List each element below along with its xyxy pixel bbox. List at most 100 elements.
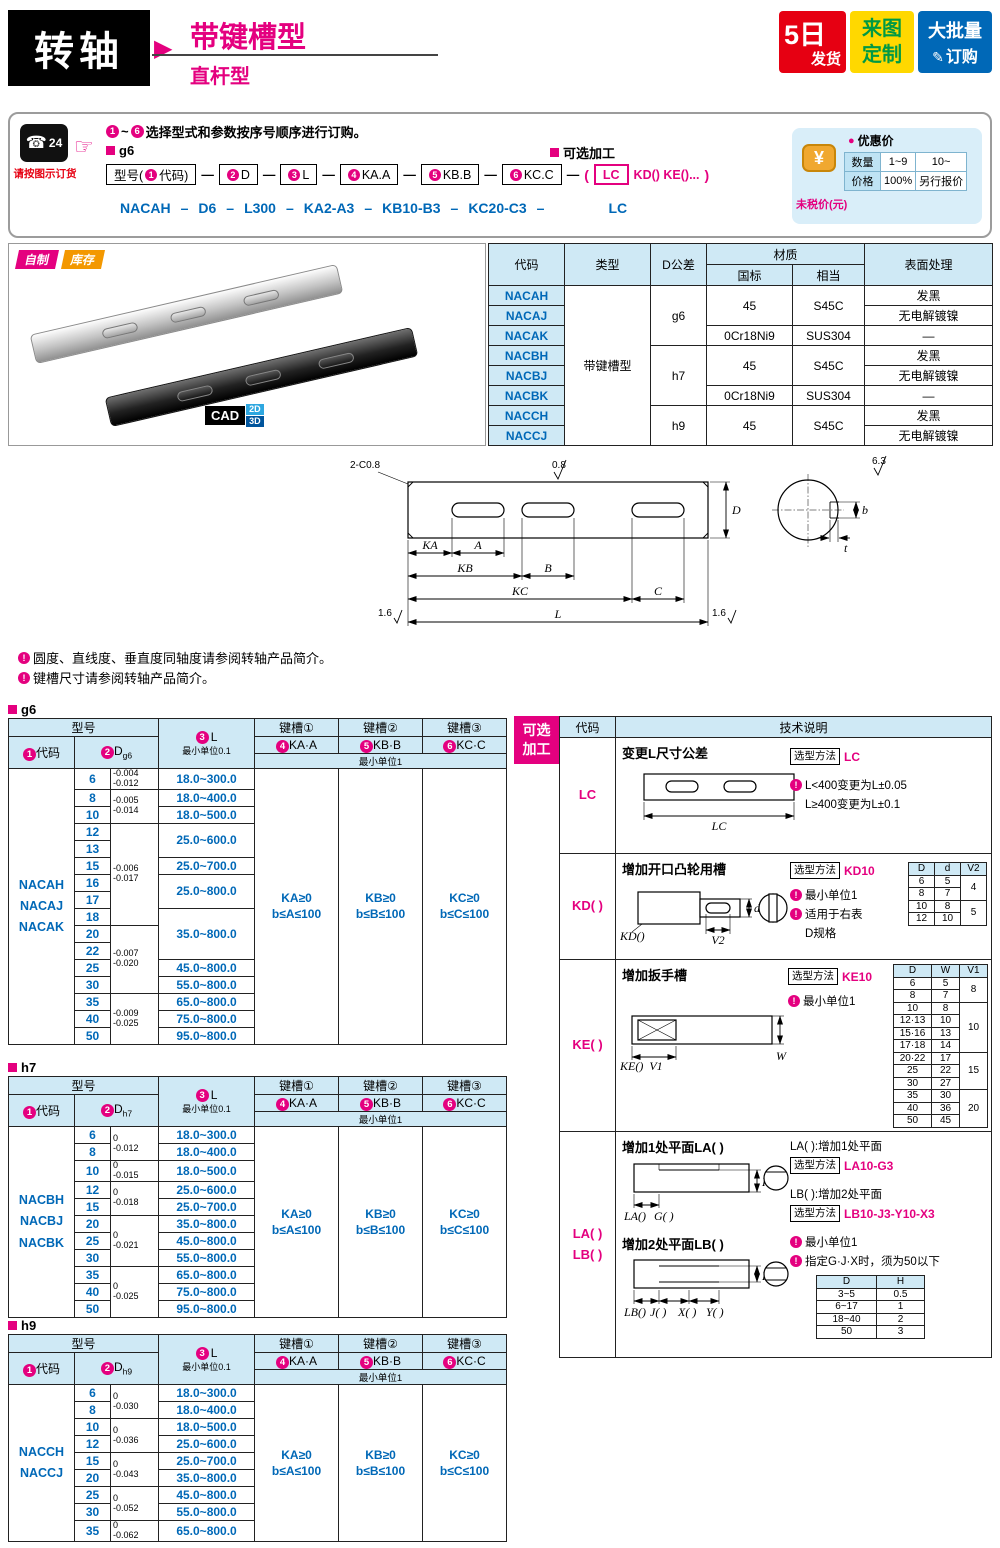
dash-separator: — [262, 167, 276, 182]
roughness-63-label: 6.3 [872, 456, 886, 467]
dim-head-model: 型号 [7, 718, 160, 737]
la-method: 选型方法 LA10-G3 [790, 1157, 988, 1174]
cad-badge[interactable]: CAD 2D 3D [205, 404, 264, 427]
lab-note-1: ! 最小单位1 [790, 1234, 988, 1250]
shaft-photo-silver [29, 263, 344, 365]
spec-material-eq: S45C [791, 405, 866, 446]
dim-d-value: 10 [74, 1160, 111, 1182]
dot-icon: ● [848, 134, 855, 147]
dim-head-keyway-unit: 最小单位1 [254, 1369, 508, 1385]
dim-d-value: 40 [74, 1282, 111, 1301]
optional-row-ke: KE( ) 增加扳手槽 V1 KE() W [560, 959, 991, 1131]
cad-2d-link[interactable]: 2D [246, 404, 264, 415]
example-part: D6 [198, 200, 217, 216]
example-dash: – [536, 200, 545, 216]
pattern-box-text: KB.B [442, 167, 472, 182]
technical-drawing: 2-C0.8 0.8 6.3 1.6 1.6 KA A KB B KC C L [350, 455, 887, 626]
dim-l-range: 55.0~800.0 [158, 975, 256, 994]
dim-tolerance: -0.009-0.025 [109, 992, 160, 1045]
spec-tolerance: h9 [650, 405, 707, 446]
section-title-g6: g6 [8, 700, 507, 718]
note-icon: ! [790, 908, 802, 920]
dim-d-value: 30 [74, 975, 111, 994]
optional-flag: 可选加工 [550, 143, 615, 162]
drawing-note-1: ! 圆度、直线度、垂直度同轴度请参阅转轴产品简介。 [18, 648, 332, 667]
instruction-text: 选择型式和参数按序号顺序进行订购。 [145, 125, 367, 140]
tax-note: 未税价(元) [796, 199, 848, 211]
pen-icon: ✎ [932, 49, 944, 65]
dim-l-range: 35.0~800.0 [158, 907, 256, 960]
dim-d-value: 6 [74, 768, 111, 790]
ke-title: 增加扳手槽 [622, 968, 688, 983]
section-label: g6 [21, 701, 37, 717]
custom-label-1: 来图 [862, 18, 902, 40]
lb-y-label: Y( ) [706, 1305, 724, 1319]
example-part: LC [608, 200, 628, 216]
lb-x-label: X( ) [677, 1305, 696, 1319]
cad-3d-link[interactable]: 3D [246, 416, 264, 427]
dim-d-value: 20 [74, 924, 111, 943]
g6-flag: g6 [106, 143, 134, 158]
dim-l-range: 55.0~800.0 [158, 1248, 256, 1267]
note-icon: ! [790, 1255, 802, 1267]
dim-d-value: 15 [74, 1452, 111, 1470]
circled-6-icon: 6 [443, 1097, 457, 1111]
custom-label-2: 定制 [862, 44, 902, 66]
ordering-instruction: 1 ~ 6 选择型式和参数按序号顺序进行订购。 [106, 122, 367, 141]
section-title-h7: h7 [8, 1058, 507, 1076]
spec-material-gb: 45 [706, 405, 793, 446]
dim-l-range: 45.0~800.0 [158, 1486, 256, 1504]
kd-title: 增加开口凸轮用槽 [622, 862, 727, 877]
roughness-08-label: 0.8 [552, 460, 566, 471]
spec-header-material: 材质 [705, 243, 866, 265]
circled-3-icon: 3 [195, 730, 209, 744]
lb-method-value: LB10-J3-Y10-X3 [844, 1206, 935, 1221]
dim-keyway-t-label: t [844, 541, 848, 555]
dim-l-range: 35.0~800.0 [158, 1469, 256, 1487]
kd-callout-label: KD() [620, 929, 645, 943]
drawing-note-2: ! 键槽尺寸请参阅转轴产品简介。 [18, 668, 215, 687]
dim-l-range: 25.0~700.0 [158, 856, 256, 875]
dim-l-range: 25.0~700.0 [158, 1452, 256, 1470]
pattern-box-text: D [240, 167, 250, 182]
keyway-slot [242, 288, 280, 307]
spec-tolerance: g6 [650, 285, 707, 346]
dim-tolerance: 0-0.018 [109, 1180, 160, 1216]
dim-row: 22 [9, 941, 507, 960]
spec-surface: 发黑 [864, 285, 994, 306]
cad-label[interactable]: CAD [205, 406, 246, 425]
dim-l-label: L [554, 607, 562, 621]
spec-header-equivalent: 相当 [791, 264, 866, 286]
kd-note-2b: D规格 [805, 928, 837, 940]
dim-l-range: 65.0~800.0 [158, 992, 256, 1011]
method-label: 选型方法 [790, 1157, 840, 1174]
price-value-1: 100% [879, 171, 917, 191]
optional-row-kd: KD( ) 增加开口凸轮用槽 d V2 KD() [560, 853, 991, 959]
page-title: 带键槽型 [190, 22, 307, 54]
custom-drawing-badge: 来图 定制 [850, 11, 914, 73]
dim-head-keyway-1: 键槽① [254, 718, 340, 737]
dim-d-value: 35 [74, 992, 111, 1011]
note-icon: ! [788, 995, 800, 1007]
circled-3-icon: 3 [195, 1346, 209, 1360]
ke-size-header: D [893, 964, 932, 978]
